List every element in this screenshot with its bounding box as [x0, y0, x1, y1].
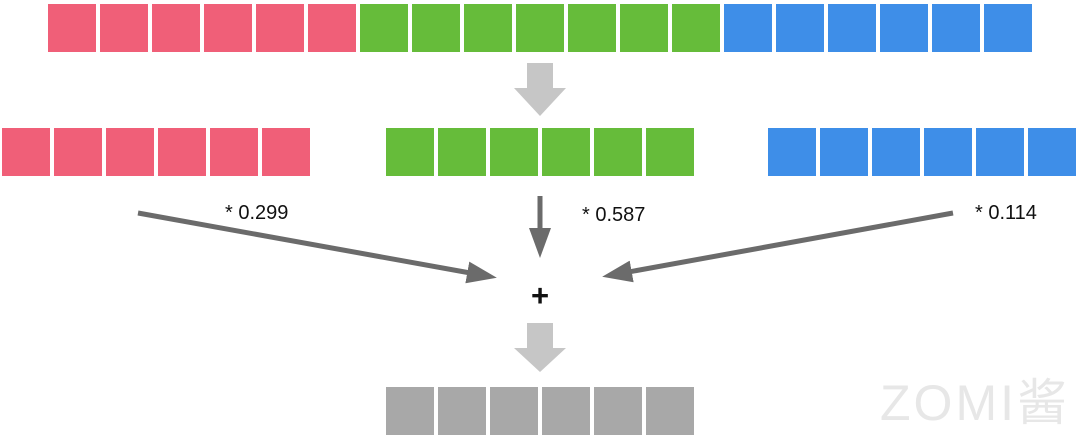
blue-pixel-square — [872, 128, 920, 176]
red-pixel-square — [106, 128, 154, 176]
red-pixel-square — [158, 128, 206, 176]
blue-pixel-square — [976, 128, 1024, 176]
green-pixel-square — [542, 128, 590, 176]
green-pixel-square — [438, 128, 486, 176]
green-pixel-square — [386, 128, 434, 176]
green-pixel-square — [672, 4, 720, 52]
blue-pixel-square — [984, 4, 1032, 52]
blue-weight-arrow-icon — [602, 210, 954, 283]
blue-pixel-square — [776, 4, 824, 52]
red-pixel-square — [100, 4, 148, 52]
red-pixel-square — [152, 4, 200, 52]
green-pixel-square — [360, 4, 408, 52]
green-pixel-square — [646, 128, 694, 176]
green-pixel-square — [412, 4, 460, 52]
blue-pixel-square — [932, 4, 980, 52]
gray-pixel-square — [542, 387, 590, 435]
green-weight-label: * 0.587 — [582, 204, 646, 226]
split-block-arrow-icon — [514, 63, 566, 116]
watermark: ZOMI酱 — [880, 375, 1070, 431]
gray-pixel-square — [646, 387, 694, 435]
red-pixel-square — [48, 4, 96, 52]
combined-rgb-strip — [48, 4, 1032, 52]
blue-pixel-square — [820, 128, 868, 176]
blue-pixel-square — [924, 128, 972, 176]
blue-pixel-square — [768, 128, 816, 176]
red-weight-label: * 0.299 — [225, 202, 289, 224]
blue-pixel-square — [828, 4, 876, 52]
red-pixel-square — [210, 128, 258, 176]
green-pixel-square — [568, 4, 616, 52]
green-pixel-square — [464, 4, 512, 52]
green-pixel-square — [490, 128, 538, 176]
gray-pixel-square — [490, 387, 538, 435]
sum-plus-sign: + — [530, 278, 550, 313]
gray-pixel-square — [594, 387, 642, 435]
green-pixel-square — [620, 4, 668, 52]
red-pixel-square — [204, 4, 252, 52]
blue-pixel-square — [880, 4, 928, 52]
blue-pixel-square — [1028, 128, 1076, 176]
red-pixel-square — [256, 4, 304, 52]
blue-weight-label: * 0.114 — [975, 202, 1037, 224]
green-channel-strip — [386, 128, 694, 176]
red-weight-arrow-icon — [137, 210, 497, 284]
green-pixel-square — [516, 4, 564, 52]
green-pixel-square — [594, 128, 642, 176]
red-pixel-square — [54, 128, 102, 176]
gray-pixel-square — [386, 387, 434, 435]
blue-channel-strip — [768, 128, 1076, 176]
red-channel-strip — [2, 128, 310, 176]
red-pixel-square — [308, 4, 356, 52]
gray-pixel-square — [438, 387, 486, 435]
red-pixel-square — [262, 128, 310, 176]
gray-result-strip — [386, 387, 694, 435]
red-pixel-square — [2, 128, 50, 176]
blue-pixel-square — [724, 4, 772, 52]
result-block-arrow-icon — [514, 323, 566, 372]
